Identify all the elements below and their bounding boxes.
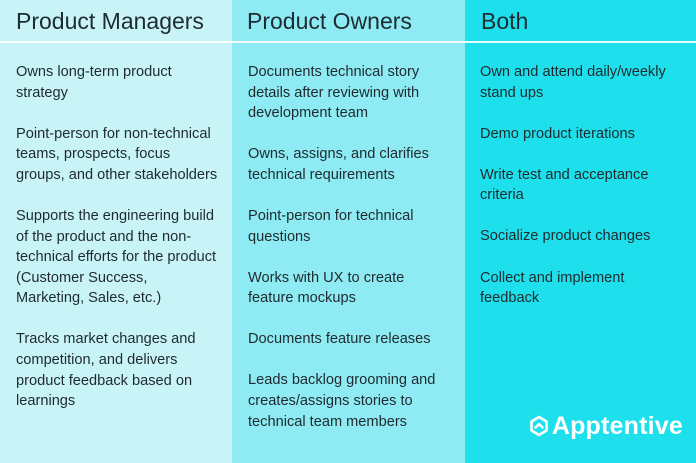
apptentive-logo-icon — [530, 415, 548, 437]
list-item: Owns long-term product strategy — [16, 64, 172, 101]
list-item: Point-person for non-technical teams, pr… — [16, 125, 218, 183]
list-item: Write test and acceptance criteria — [480, 166, 649, 204]
apptentive-logo: Apptentive — [529, 413, 683, 439]
list-item: Leads backlog grooming and creates/assig… — [248, 372, 436, 430]
column-title: Both — [465, 0, 696, 43]
list-item: Supports the engineering build of the pr… — [16, 207, 217, 307]
list-item: Point-person for technical questions — [248, 207, 414, 245]
brand-name: Apptentive — [551, 412, 683, 440]
list-item: Collect and implement feedback — [480, 269, 625, 307]
column-product-owners: Product Owners Documents technical story… — [232, 0, 465, 463]
responsibility-list: Documents technical story details after … — [232, 62, 465, 432]
column-product-managers: Product Managers Owns long-term product … — [0, 0, 232, 463]
list-item: Owns, assigns, and clarifies technical r… — [248, 146, 429, 183]
column-title: Product Owners — [232, 0, 465, 43]
list-item: Socialize product changes — [480, 228, 651, 245]
column-title: Product Managers — [0, 0, 232, 43]
column-both: Both Own and attend daily/weekly stand u… — [465, 0, 696, 463]
list-item: Own and attend daily/weekly stand ups — [480, 64, 666, 101]
responsibility-list: Own and attend daily/weekly stand ups De… — [465, 62, 696, 309]
responsibility-list: Owns long-term product strategy Point-pe… — [0, 62, 232, 412]
list-item: Documents technical story details after … — [248, 64, 420, 122]
list-item: Documents feature releases — [248, 331, 431, 348]
list-item: Works with UX to create feature mockups — [248, 269, 405, 307]
list-item: Tracks market changes and competition, a… — [16, 331, 196, 410]
list-item: Demo product iterations — [480, 125, 635, 142]
